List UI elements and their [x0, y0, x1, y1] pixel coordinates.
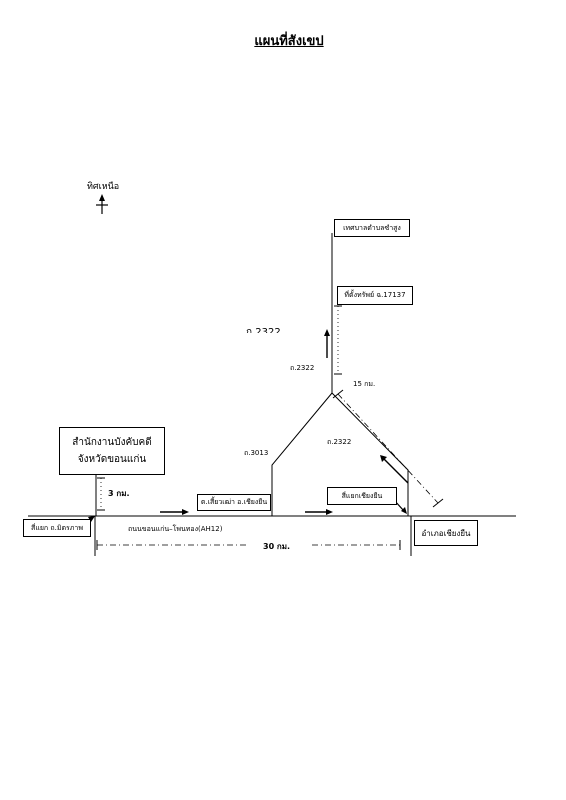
- arrow-north-icon: [324, 329, 330, 358]
- north-arrow-icon: [96, 194, 108, 214]
- map-title: แผนที่สังเขป: [254, 34, 324, 49]
- road-2322-cut-label: ถ.2322: [246, 327, 281, 333]
- diagonal-dimension-tick-bottom: [432, 498, 444, 508]
- property-box: ที่ตั้งทรัพย์ ฉ.17137: [337, 286, 413, 305]
- distance-diagonal: 15 กม.: [353, 380, 376, 388]
- north-label: ทิศเหนือ: [87, 182, 120, 192]
- amphoe-chiangyuen-box: อำเภอเชียงยืน: [414, 520, 478, 546]
- arrow-east-1-icon: [160, 509, 189, 515]
- road-3013-line: [271, 392, 333, 516]
- diagonal-dimension-tick-top: [332, 389, 344, 399]
- office-name-line1: สำนักงานบังคับคดี: [72, 437, 152, 448]
- road-2322-lower-label: ถ.2322: [327, 438, 352, 446]
- road-2322-lower-line: [331, 392, 409, 516]
- distance-office-spur: 3 กม.: [108, 489, 130, 498]
- main-road-label: ถนนขอนแก่น–โพนทอง(AH12): [128, 525, 223, 533]
- junction-chiangyuen-box: สี่แยกเชียงยืน: [327, 487, 397, 505]
- distance-main-span: 30 กม.: [263, 542, 291, 551]
- arrow-east-2-icon: [305, 509, 333, 515]
- tambon-kham-sung-box: เทศบาลตำบลซำสูง: [334, 219, 410, 237]
- office-name-line2: จังหวัดขอนแก่น: [77, 454, 147, 465]
- ban-laopao-box: ต.เสี้ยวเฒ่า อ.เชียงยืน: [197, 494, 271, 511]
- road-2322-upper-label: ถ.2322: [290, 364, 315, 372]
- road-3013-label: ถ.3013: [244, 449, 269, 457]
- office-box: สำนักงานบังคับคดี จังหวัดขอนแก่น: [59, 427, 165, 475]
- arrow-northwest-icon: [380, 455, 409, 484]
- junction-mittraphap-box: สี่แยก ถ.มิตรภาพ: [23, 519, 91, 537]
